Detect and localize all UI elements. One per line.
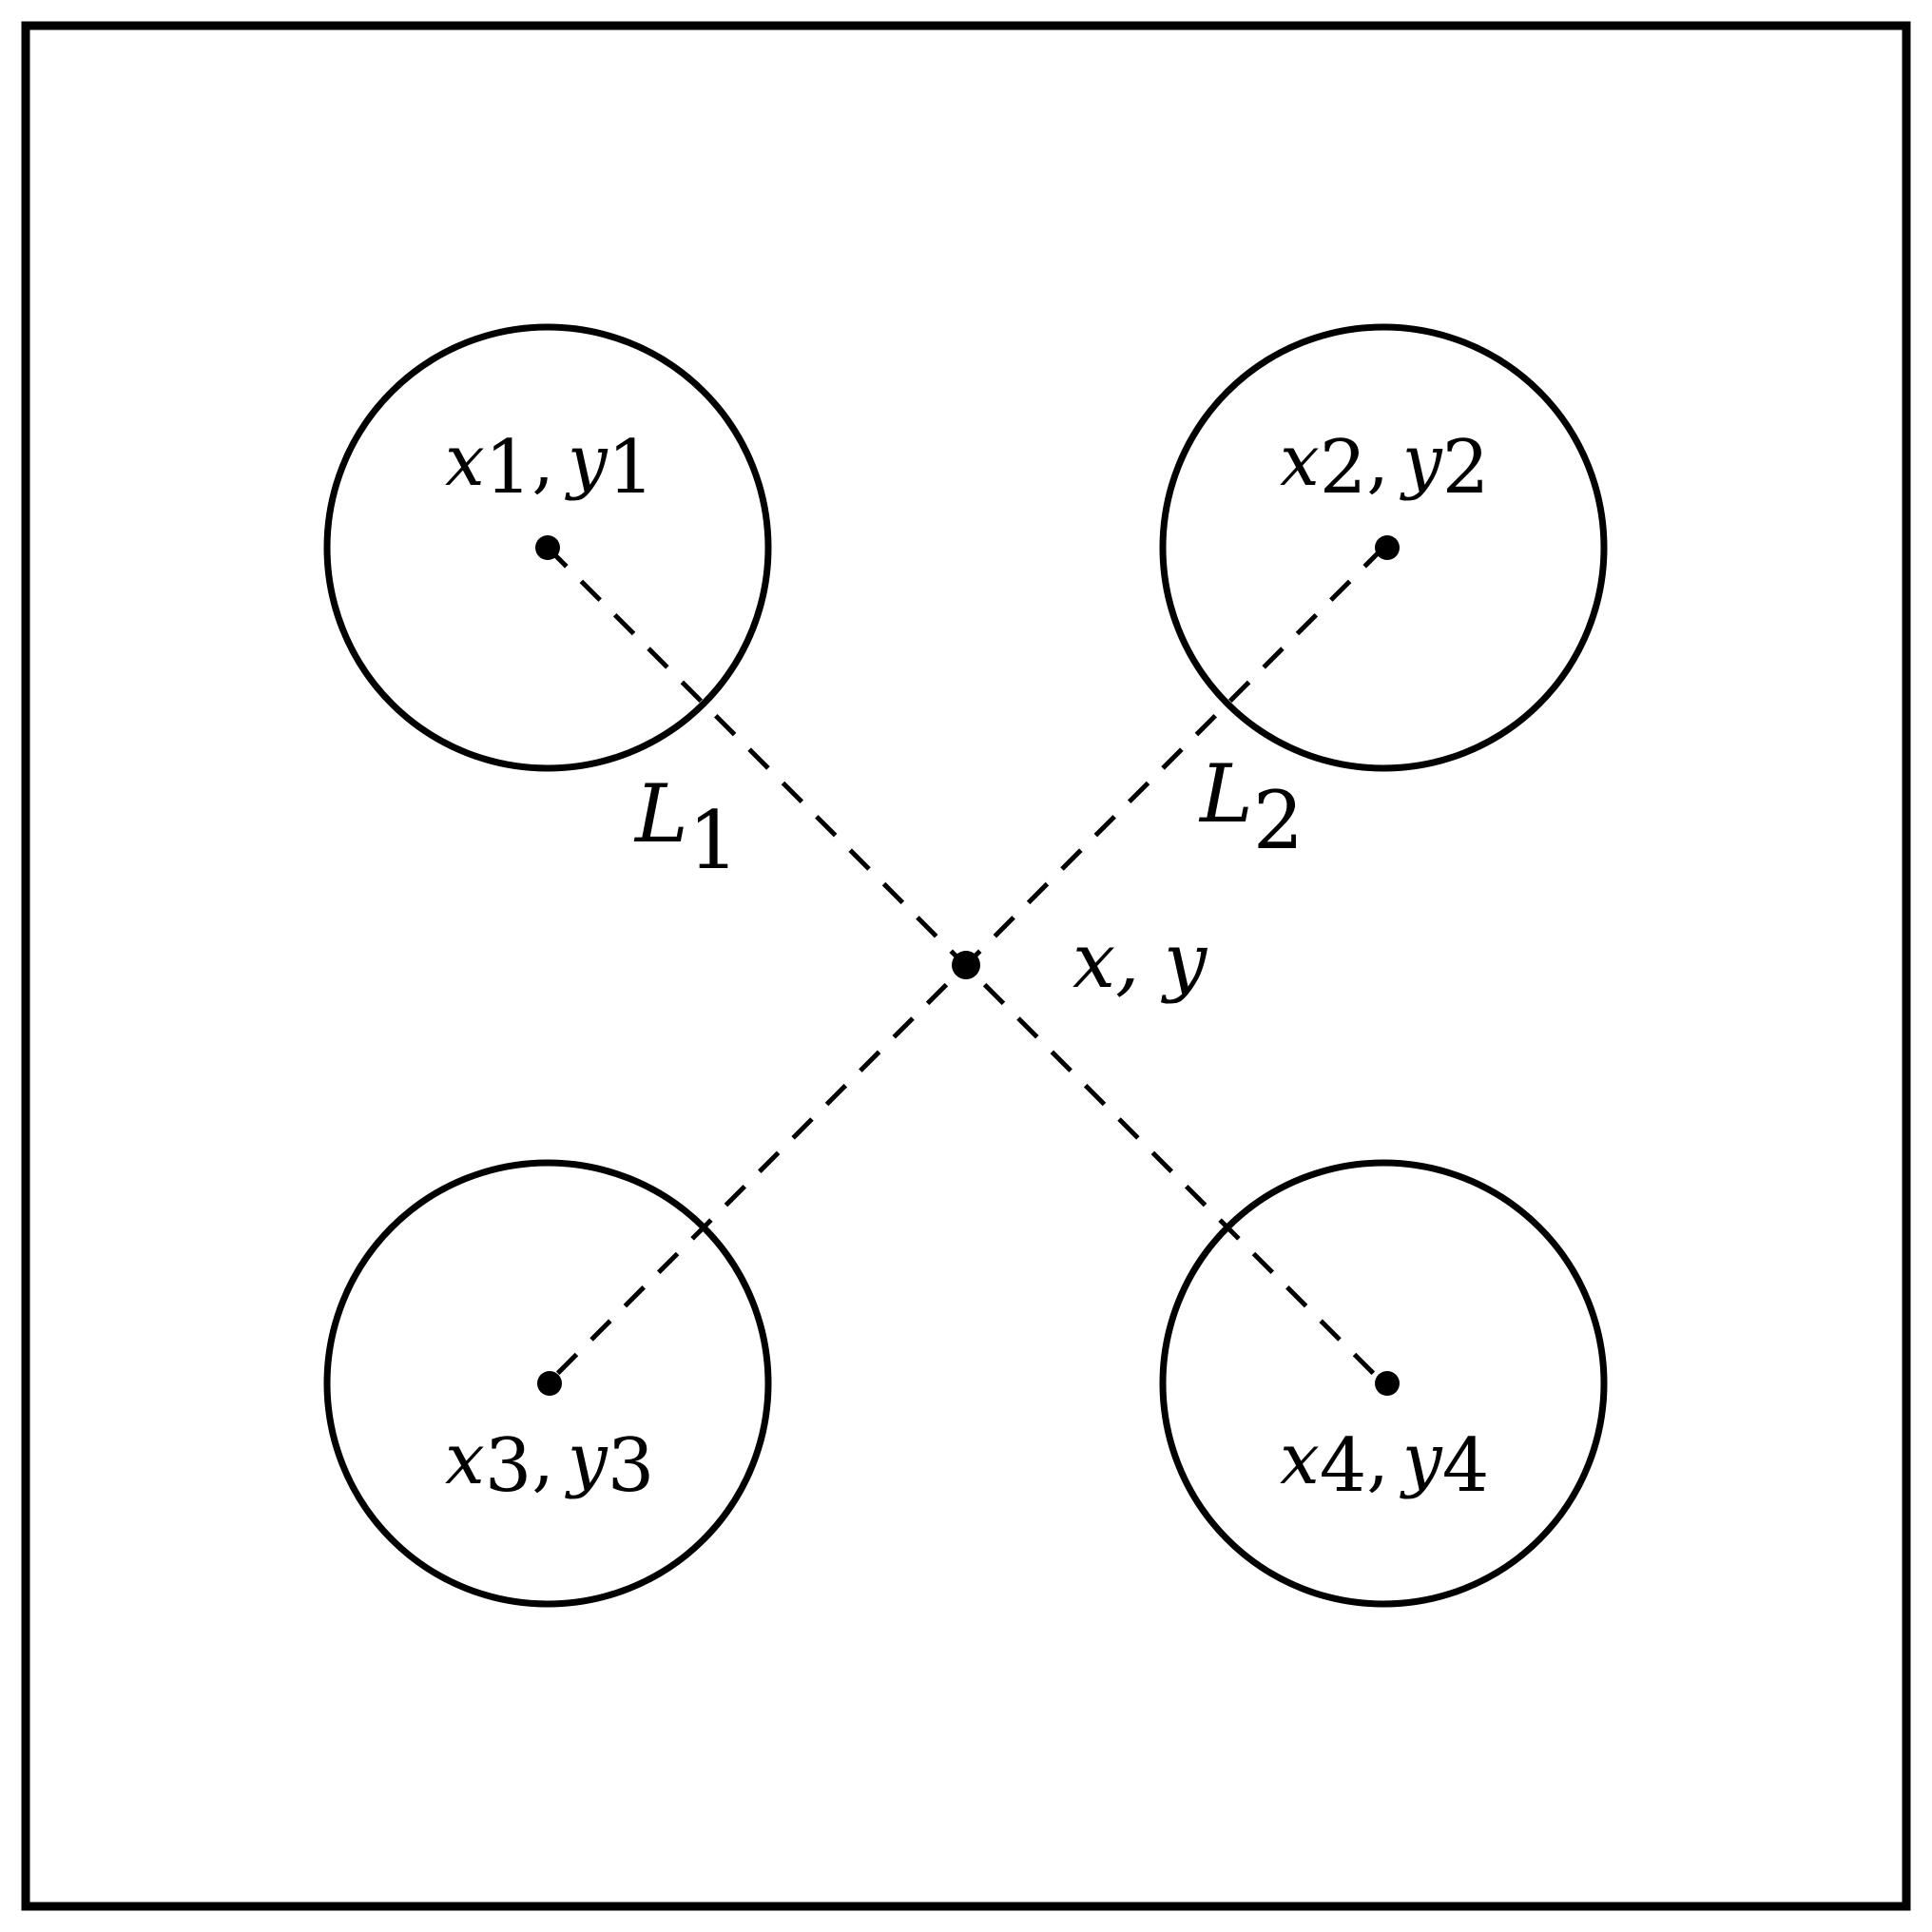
- outer-frame: [21, 21, 1911, 1911]
- line-label-l1: L1: [633, 767, 739, 887]
- point-dot-2: [1375, 535, 1400, 560]
- circle-4: [1159, 1159, 1608, 1608]
- circle-2: [1159, 323, 1608, 772]
- point-label-1: x1,y1: [445, 420, 654, 511]
- line-label-l2: L2: [1198, 747, 1304, 867]
- point-label-4: x4,y4: [1280, 1419, 1489, 1509]
- circle-1: [323, 323, 772, 772]
- point-label-3: x3,y3: [445, 1419, 654, 1509]
- point-dot-3: [537, 1371, 562, 1396]
- intersection-dot: [952, 951, 980, 979]
- intersection-label: x, y: [1072, 917, 1208, 1005]
- point-dot-4: [1375, 1371, 1400, 1396]
- point-dot-1: [535, 535, 560, 560]
- circle-3: [323, 1159, 772, 1608]
- point-label-2: x2,y2: [1280, 420, 1489, 511]
